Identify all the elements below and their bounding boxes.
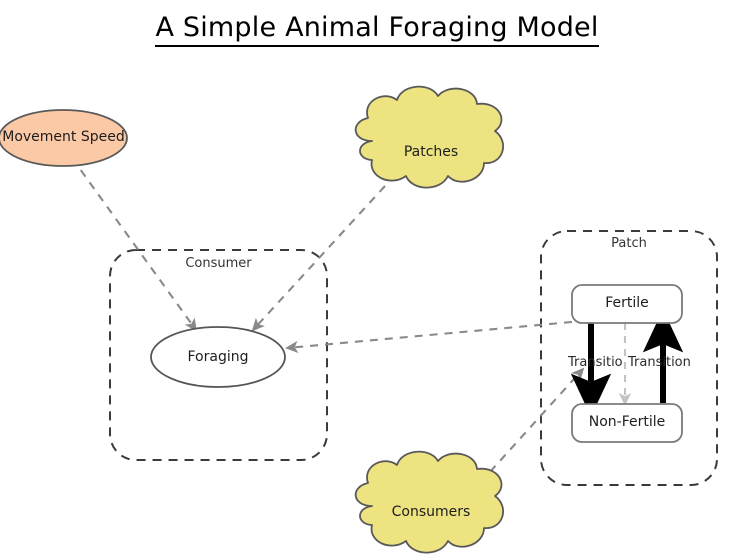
node-foraging[interactable] — [150, 326, 286, 388]
page-title-text: A Simple Animal Foraging Model — [155, 12, 599, 47]
edge-consumers-to-non-fertile — [469, 367, 585, 495]
node-patches[interactable] — [354, 85, 505, 189]
node-movement-speed[interactable] — [0, 109, 128, 167]
page-title: A Simple Animal Foraging Model — [0, 12, 754, 47]
container-consumer — [109, 249, 328, 461]
container-patch — [540, 230, 718, 486]
edge-fertile-to-foraging — [285, 320, 573, 354]
edge-patches-to-foraging — [251, 185, 386, 332]
node-fertile[interactable] — [571, 284, 683, 324]
node-consumers[interactable] — [354, 450, 505, 554]
edge-movement-speed-to-foraging — [71, 157, 198, 332]
node-non-fertile[interactable] — [571, 403, 683, 443]
